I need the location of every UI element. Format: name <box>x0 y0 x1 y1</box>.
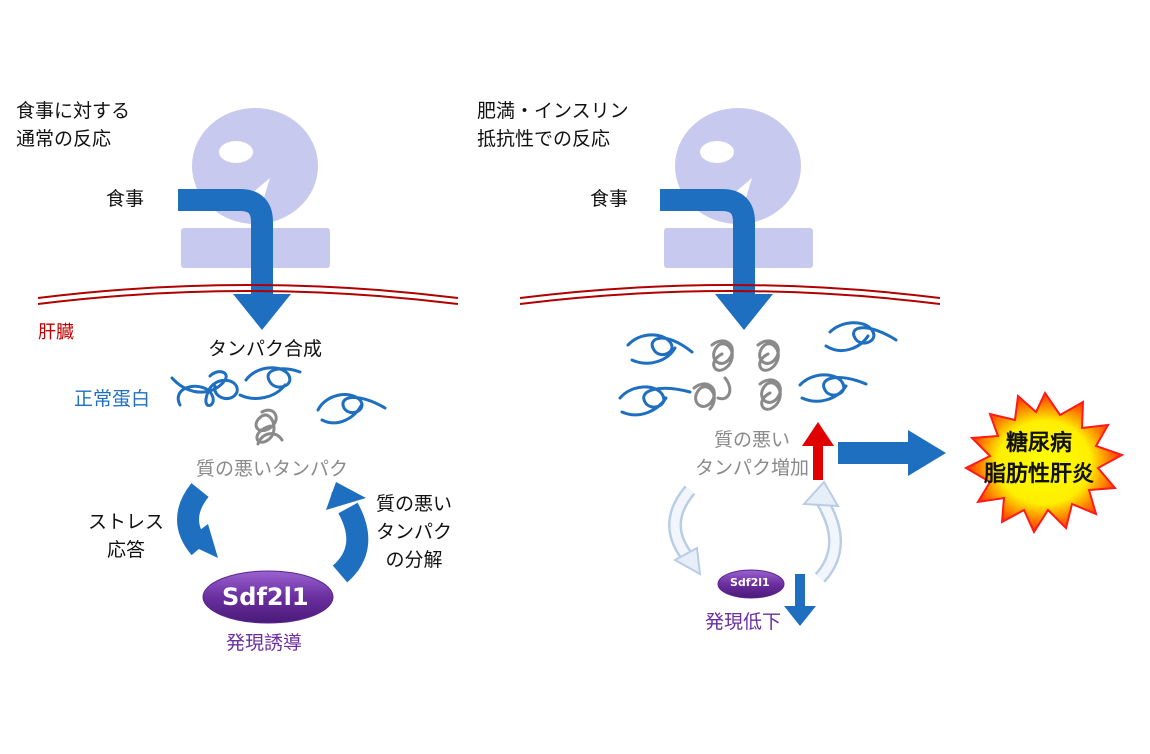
increase-arrow-red <box>802 422 834 480</box>
disease-arrow <box>838 430 946 476</box>
decrease-label: 発現低下 <box>705 611 782 633</box>
bad-protein-label: 質の悪いタンパク <box>196 458 349 480</box>
degradation-arrow <box>326 482 369 583</box>
meal-label-right: 食事 <box>590 188 629 210</box>
sdf2l1-label-right: Sdf2l1 <box>730 576 770 589</box>
normal-protein-6 <box>320 402 364 425</box>
liver-label: 肝臓 <box>38 322 74 343</box>
normal-protein-4 <box>238 383 287 400</box>
normal-protein-r8 <box>800 384 848 403</box>
meal-arrow-right <box>660 189 773 330</box>
faded-stress-arrow <box>668 485 702 576</box>
normal-protein-r7 <box>798 373 868 397</box>
sdf2l1-ellipse-right <box>717 569 785 599</box>
bad-protein-left <box>254 408 284 446</box>
bad-protein-r1 <box>710 339 734 372</box>
normal-protein-r6 <box>824 334 870 352</box>
stress-arrow <box>177 483 218 558</box>
faded-degradation-arrow <box>801 480 842 583</box>
meal-arrow-left <box>178 189 291 330</box>
sdf2l1-label-left: Sdf2l1 <box>222 583 309 611</box>
disease-label: 糖尿病 脂肪性肝炎 <box>984 431 1095 487</box>
normal-protein-r2 <box>630 346 677 365</box>
bad-protein-r4 <box>758 378 782 411</box>
meal-label-left: 食事 <box>106 188 145 210</box>
stress-response-label: ストレス 応答 <box>88 511 165 561</box>
normal-protein-label: 正常蛋白 <box>74 388 151 410</box>
bad-protein-r3 <box>692 382 716 411</box>
normal-protein-3 <box>244 366 302 389</box>
normal-protein-r4 <box>620 396 668 417</box>
bad-protein-increase-label: 質の悪い タンパク増加 <box>695 429 810 479</box>
decrease-arrow <box>784 574 816 626</box>
normal-protein-r5 <box>828 321 898 345</box>
liver-membrane-left <box>37 284 459 305</box>
bad-protein-r2 <box>756 339 780 372</box>
synthesis-label: タンパク合成 <box>208 338 323 360</box>
liver-membrane-right <box>519 284 941 305</box>
right-panel-title: 肥満・インスリン 抵抗性での反応 <box>477 100 629 150</box>
bad-protein-r5 <box>716 376 732 401</box>
normal-protein-2 <box>170 370 228 394</box>
normal-protein-r3 <box>618 385 692 409</box>
disease-burst <box>963 390 1125 535</box>
normal-protein-r1 <box>626 333 694 356</box>
sdf2l1-ellipse-left <box>202 570 334 624</box>
degradation-label: 質の悪い タンパク の分解 <box>376 493 453 571</box>
induction-label: 発現誘導 <box>226 632 303 654</box>
normal-protein-5 <box>316 393 387 414</box>
left-panel-title: 食事に対する 通常の反応 <box>16 100 131 150</box>
